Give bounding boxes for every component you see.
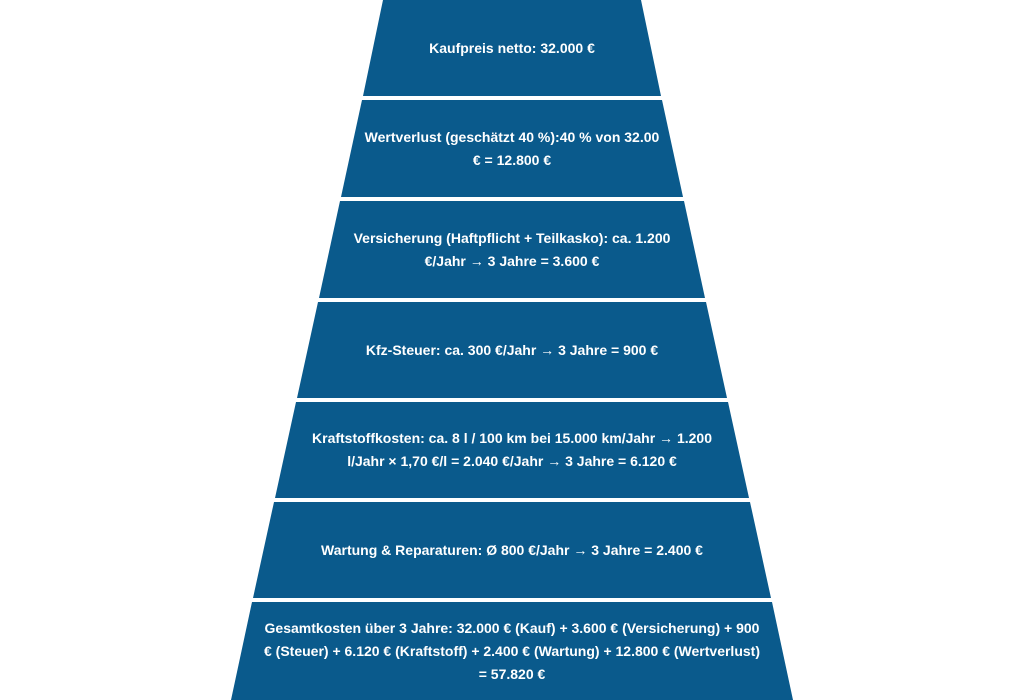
pyramid-tier-total-costs: Gesamtkosten über 3 Jahre: 32.000 € (Kau… (231, 602, 793, 700)
pyramid-tier-purchase-price: Kaufpreis netto: 32.000 € (363, 0, 661, 96)
tier-label: Gesamtkosten über 3 Jahre: 32.000 € (Kau… (263, 619, 760, 682)
tier-label: Wartung & Reparaturen: Ø 800 €/Jahr → 3 … (321, 541, 703, 558)
pyramid-tier-vehicle-tax: Kfz-Steuer: ca. 300 €/Jahr → 3 Jahre = 9… (297, 302, 727, 398)
tier-label: Kaufpreis netto: 32.000 € (429, 39, 595, 56)
pyramid-tier-depreciation: Wertverlust (geschätzt 40 %):40 % von 32… (341, 100, 683, 197)
tier-label: Kraftstoffkosten: ca. 8 l / 100 km bei 1… (312, 430, 712, 469)
tier-label: Versicherung (Haftpflicht + Teilkasko): … (353, 229, 671, 269)
pyramid-tier-fuel-costs: Kraftstoffkosten: ca. 8 l / 100 km bei 1… (275, 402, 749, 498)
pyramid-tier-insurance: Versicherung (Haftpflicht + Teilkasko): … (319, 201, 705, 298)
pyramid-tier-maintenance: Wartung & Reparaturen: Ø 800 €/Jahr → 3 … (253, 502, 771, 598)
tier-label: Wertverlust (geschätzt 40 %):40 % von 32… (364, 128, 660, 168)
tier-label: Kfz-Steuer: ca. 300 €/Jahr → 3 Jahre = 9… (365, 341, 659, 358)
